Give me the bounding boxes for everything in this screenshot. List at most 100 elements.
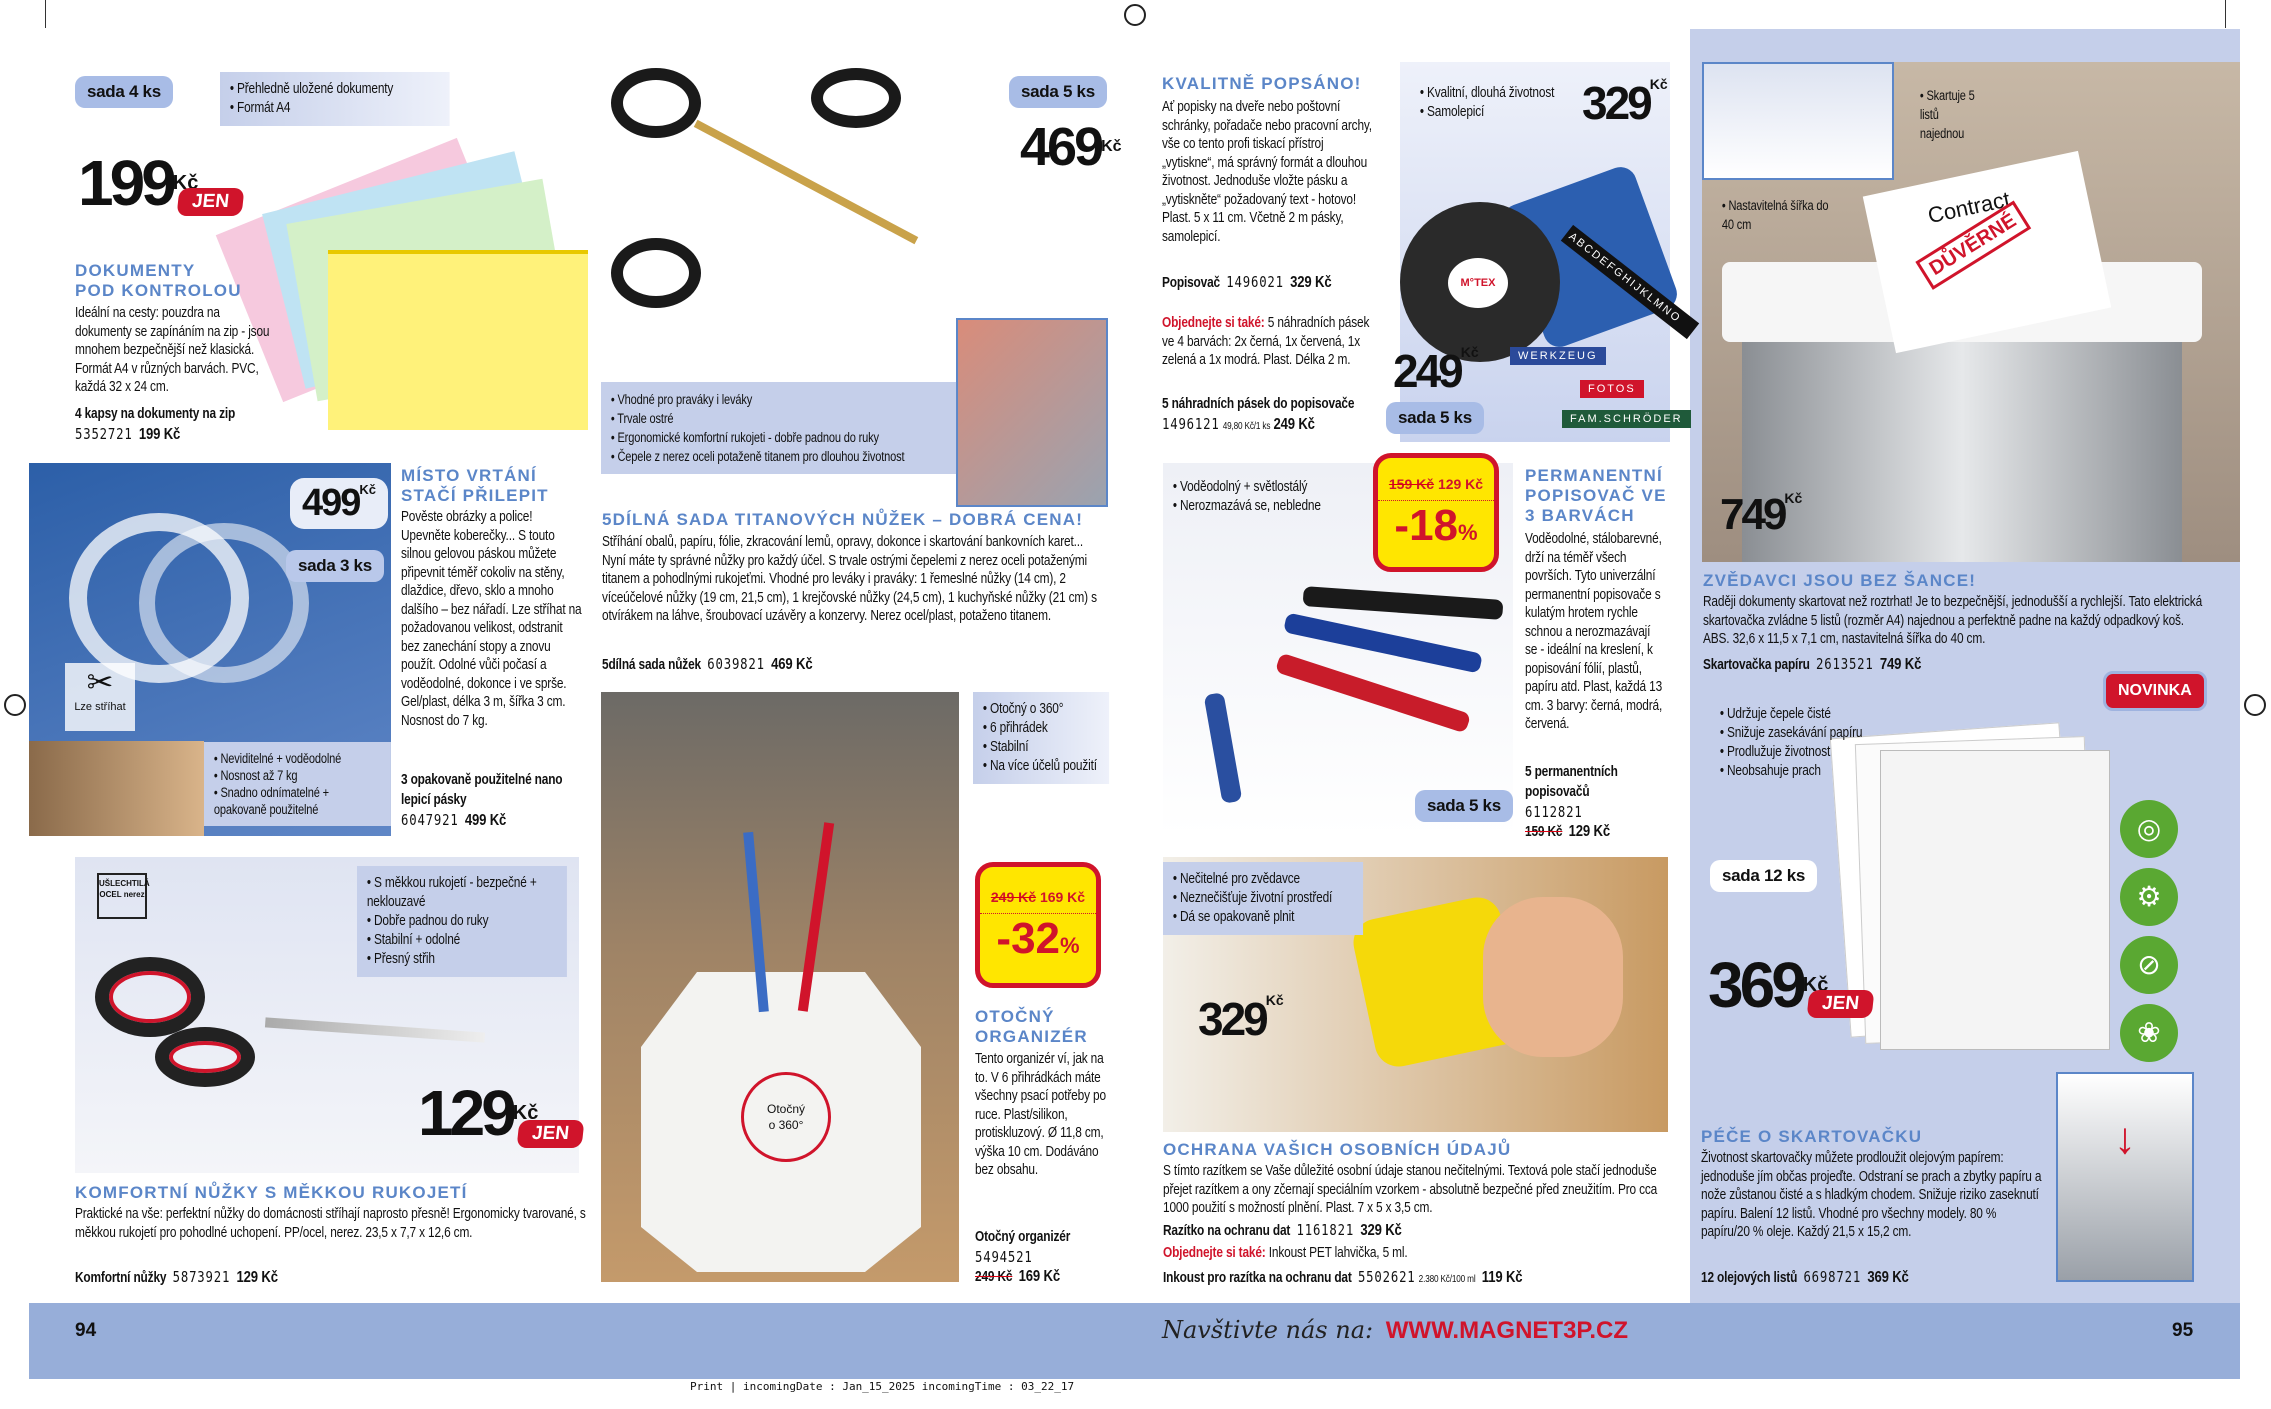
tape-sample: FOTOS — [1580, 380, 1644, 398]
product-description: Ideální na cesty: pouzdra na dokumenty s… — [75, 305, 270, 395]
no-dust-icon: ⊘ — [2120, 936, 2178, 994]
order-old-price: 249 Kč — [975, 1269, 1013, 1285]
pack-badge: sada 4 ks — [75, 76, 173, 108]
order-price: 129 Kč — [236, 1269, 278, 1286]
target-icon: ◎ — [2120, 800, 2178, 858]
feature-list: Udržuje čepele čistéSnižuje zasekávání p… — [1710, 697, 1910, 789]
gear-icon: ⚙ — [2120, 868, 2178, 926]
discount-badge: 159 Kč 129 Kč -18% — [1373, 453, 1499, 572]
product-description: Ať popisky na dveře nebo poštovní schrán… — [1162, 99, 1372, 245]
product-description: Raději dokumenty skartovat než roztrhat!… — [1703, 594, 2203, 647]
feature-item: Formát A4 — [230, 99, 440, 118]
order-price: 169 Kč — [1018, 1268, 1060, 1285]
crop-mark-top-right — [2225, 0, 2226, 28]
product-image-oil-sheets — [1829, 722, 2110, 1050]
order-code: 5352721 — [75, 425, 133, 443]
inset-image-shredder — [1702, 62, 1894, 180]
arrow-down-icon: ↓ — [2114, 1114, 2136, 1163]
product-description: Stříhání obalů, papíru, fólie, zkracován… — [602, 534, 1097, 624]
pack-badge: sada 5 ks — [1415, 790, 1513, 822]
product-title: OCHRANA VAŠICH OSOBNÍCH ÚDAJŮ — [1163, 1140, 1512, 1159]
refill-price: 249Kč — [1393, 344, 1479, 397]
order-line: 5dílná sada nůžek 6039821 469 Kč — [602, 655, 813, 673]
new-badge: NOVINKA — [2103, 671, 2207, 711]
order-line: 4 kapsy na dokumenty na zip 5352721 199 … — [75, 406, 236, 443]
pack-badge: sada 3 ks — [286, 550, 384, 582]
order-price: 469 Kč — [771, 656, 813, 673]
cut-icon-box: ✂ Lze stříhat — [65, 663, 135, 731]
pack-badge: sada 12 ks — [1710, 860, 1818, 892]
leaf-icon: ❀ — [2120, 1004, 2178, 1062]
feature-list: Voděodolný + světlostálýNerozmazává se, … — [1163, 470, 1363, 524]
order-price: 129 Kč — [1568, 823, 1610, 840]
order-price: 369 Kč — [1867, 1269, 1909, 1286]
order-price: 199 Kč — [138, 426, 181, 443]
product-description: Životnost skartovačky můžete prodloužit … — [1701, 1150, 2042, 1240]
visit-label: Navštivte nás na: — [1162, 1316, 1374, 1344]
order-code: 6112821 — [1525, 803, 1583, 821]
also-order: Objednejte si také: Inkoust PET lahvička… — [1163, 1245, 1408, 1261]
also-order-line: Inkoust pro razítka na ochranu dat 55026… — [1163, 1268, 1523, 1286]
footer-band — [29, 1303, 2240, 1379]
order-code: 2613521 — [1816, 655, 1874, 673]
feature-item: Přehledně uložené dokumenty — [230, 80, 440, 99]
feature-list: Nečitelné pro zvědavceNeznečišťuje život… — [1163, 862, 1364, 935]
price: 369Kč — [1708, 949, 1829, 1021]
price: 749Kč — [1720, 490, 1803, 539]
wheel-brand: M°TEX — [1448, 258, 1508, 308]
product-description: S tímto razítkem se Vaše důležité osobní… — [1163, 1163, 1658, 1216]
product-image-scissors-set — [601, 58, 1001, 378]
product-image-zip-pockets — [215, 137, 590, 430]
order-code: 1496021 — [1226, 273, 1284, 291]
order-old-price: 159 Kč — [1525, 824, 1563, 840]
jen-label: JEN — [516, 1120, 585, 1148]
jen-label: JEN — [176, 188, 245, 216]
product-title: 5DÍLNÁ SADA TITANOVÝCH NŮŽEK – DOBRÁ CEN… — [602, 510, 1084, 529]
registration-mark-left — [4, 694, 26, 716]
also-order-line: 5 náhradních pásek do popisovače 1496121… — [1162, 396, 1355, 433]
pack-badge: sada 5 ks — [1386, 402, 1484, 434]
product-image-card-cutting — [956, 318, 1108, 507]
feature-list: Kvalitní, dlouhá životnostSamolepicí — [1410, 76, 1580, 130]
product-description: Tento organizér ví, jak na to. V 6 přihr… — [975, 1051, 1106, 1178]
tape-sample: WERKZEUG — [1510, 347, 1606, 365]
page-number-left: 94 — [75, 1320, 97, 1341]
price: 199Kč — [78, 147, 199, 219]
steel-logo: UŠLECHTILÁ OCEL nerez — [97, 873, 150, 919]
order-line: Skartovačka papíru 2613521 749 Kč — [1703, 655, 1922, 673]
product-image-oiling: ↓ — [2056, 1072, 2194, 1282]
feature-list: Otočný o 360°6 přihrádekStabilníNa více … — [973, 692, 1110, 784]
order-price: 749 Kč — [1879, 656, 1922, 673]
page-number-right: 95 — [2172, 1320, 2194, 1341]
order-code: 6039821 — [707, 655, 765, 673]
product-title: PÉČE O SKARTOVAČKU — [1701, 1127, 1923, 1146]
order-line: 3 opakovaně použitelné nano lepicí pásky… — [401, 772, 563, 829]
price: 499Kč — [290, 478, 389, 529]
tape-sample: FAM.SCHRÖDER — [1562, 410, 1691, 428]
order-line: 12 olejových listů 6698721 369 Kč — [1701, 1268, 1909, 1286]
jen-label: JEN — [1806, 990, 1875, 1018]
product-title: ZVĚDAVCI JSOU BEZ ŠANCE! — [1703, 571, 1977, 590]
product-title: KOMFORTNÍ NŮŽKY S MĚKKOU RUKOJETÍ — [75, 1183, 468, 1202]
product-description: Praktické na vše: perfektní nůžky do dom… — [75, 1206, 586, 1241]
feature-list: Skartuje 5 listů najednou — [1910, 78, 1990, 151]
order-line: 5 permanentních popisovačů 6112821 159 K… — [1525, 762, 1675, 842]
feature-list: Neviditelné + voděodolnéNosnost až 7 kgS… — [204, 742, 391, 826]
order-code: 1161821 — [1296, 1221, 1355, 1239]
order-code: 5494521 — [975, 1248, 1033, 1266]
order-code: 6698721 — [1803, 1268, 1862, 1286]
product-description: Pověste obrázky a police! Upevněte kober… — [401, 509, 582, 729]
price: 469Kč — [1020, 117, 1122, 177]
scissors-icon: ✂ — [86, 664, 114, 700]
feature-list: Přehledně uložené dokumenty Formát A4 — [220, 72, 450, 126]
pack-badge: sada 5 ks — [1009, 76, 1107, 108]
also-order: Objednejte si také: 5 náhradních pásek v… — [1162, 315, 1370, 368]
print-info: Print | incomingDate : Jan_15_2025 incom… — [690, 1380, 1075, 1393]
feature-list: Nastavitelná šířka do 40 cm — [1712, 188, 1842, 242]
website-link[interactable]: WWW.MAGNET3P.CZ — [1385, 1317, 1628, 1344]
